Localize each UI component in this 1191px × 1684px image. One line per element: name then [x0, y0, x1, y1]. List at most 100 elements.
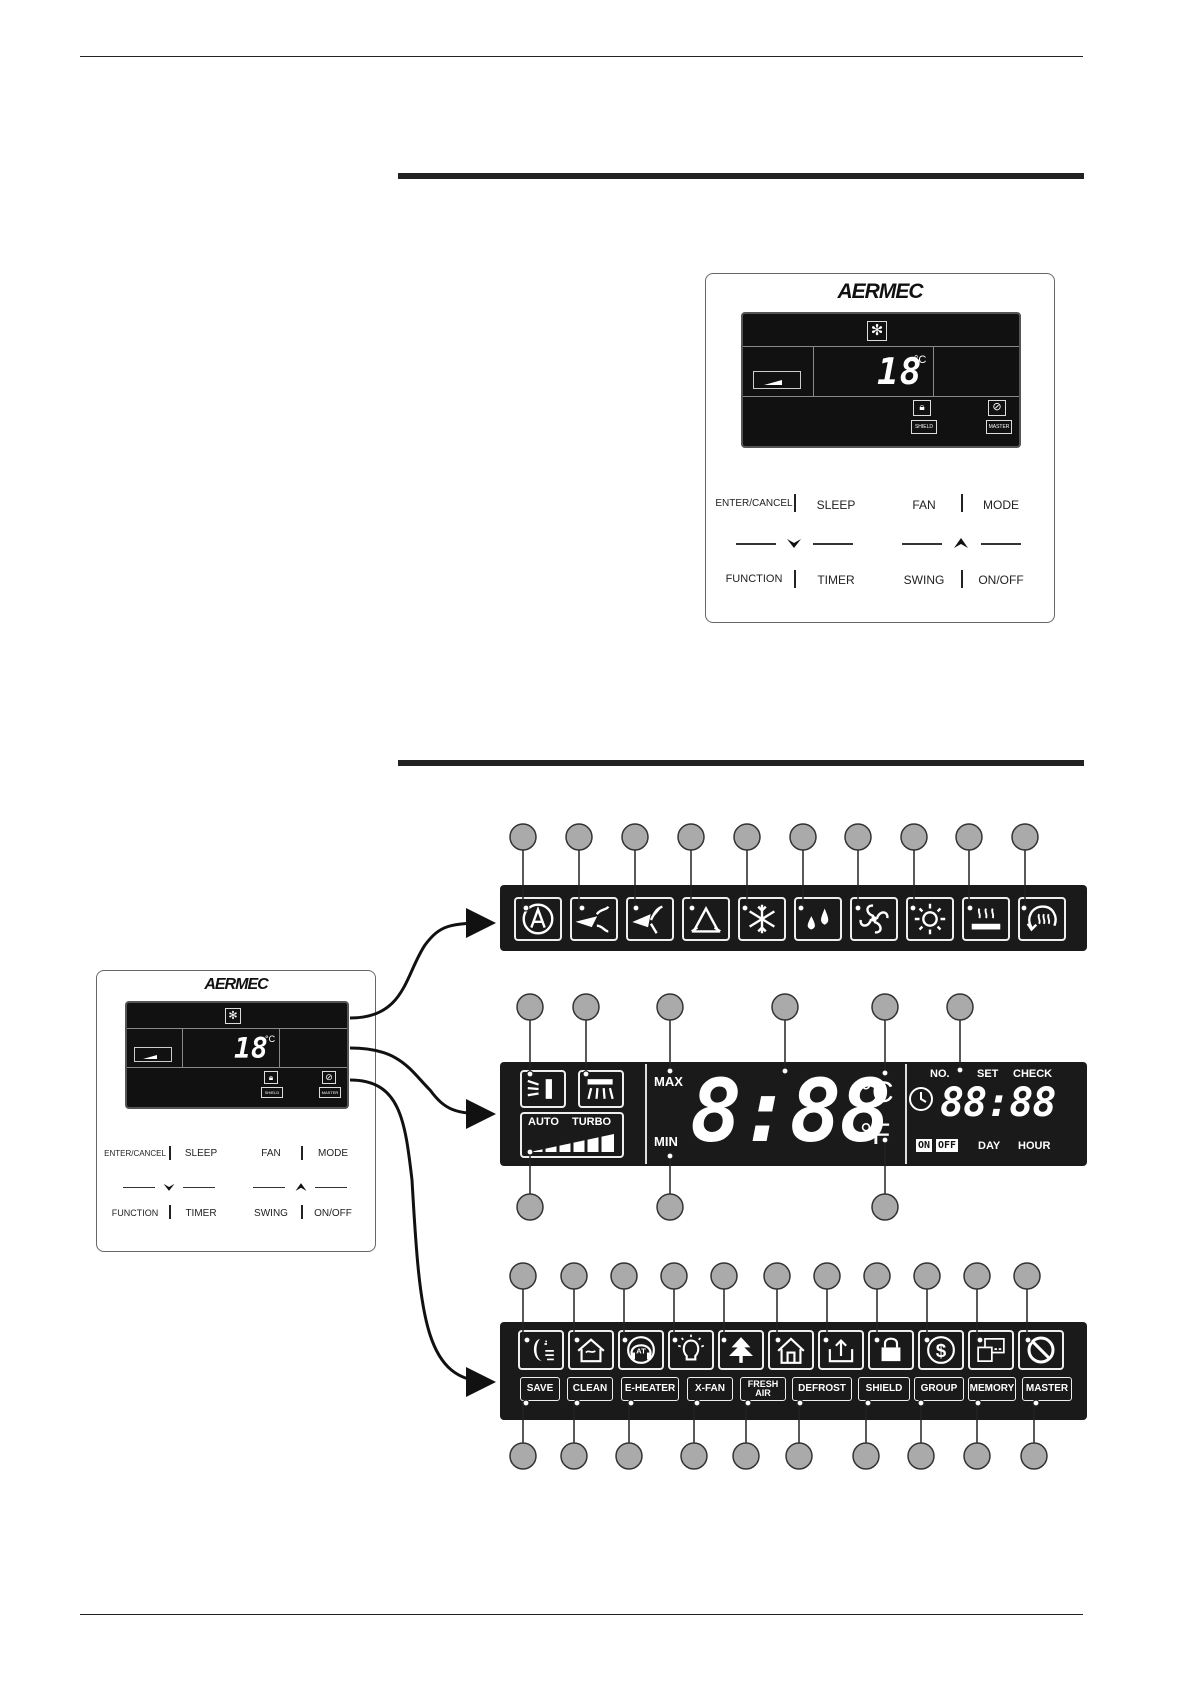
leader-line — [693, 1402, 697, 1443]
leader-line — [573, 1289, 577, 1341]
dry-drops-icon — [794, 897, 842, 941]
master-badge: MASTER — [986, 420, 1012, 434]
callout-circle — [955, 823, 983, 851]
fan-button-small[interactable]: FAN — [261, 1148, 281, 1159]
fan-level-icon-small — [134, 1047, 172, 1062]
callout-circle — [656, 993, 684, 1021]
leader-line — [634, 850, 636, 909]
leader-dot — [881, 1136, 889, 1144]
label-shield: SHIELD — [858, 1377, 910, 1401]
lock-icon — [868, 1330, 914, 1370]
callout-circle — [516, 1193, 544, 1221]
hour-label: HOUR — [1018, 1140, 1051, 1152]
leader-dot — [693, 1399, 701, 1407]
leader-dot — [917, 1399, 925, 1407]
fan-level-icon — [753, 371, 801, 389]
leader-line — [522, 1402, 526, 1443]
leader-dot — [688, 904, 696, 912]
light-bulb-icon — [668, 1330, 714, 1370]
leader-line — [798, 1402, 800, 1443]
enter-cancel-button-small[interactable]: ENTER/CANCEL — [104, 1149, 166, 1158]
timer-button-small[interactable]: TIMER — [185, 1208, 217, 1219]
callout-circle — [844, 823, 872, 851]
function-button-small[interactable]: FUNCTION — [111, 1208, 159, 1218]
sleep-button-small[interactable]: SLEEP — [184, 1148, 218, 1159]
callout-circle — [785, 1442, 813, 1470]
leader-line — [522, 850, 526, 909]
swing-up-down-icon — [570, 897, 618, 941]
shield-badge: SHIELD — [911, 420, 937, 434]
swing-horizontal-icon — [578, 1070, 624, 1108]
leader-line — [1033, 1402, 1036, 1443]
temperature-readout-small: 18 — [234, 1032, 268, 1065]
svg-text:AT: AT — [636, 1346, 646, 1355]
leader-dot — [781, 1067, 789, 1075]
enter-cancel-button[interactable]: ENTER/CANCEL — [715, 498, 793, 509]
off-label: OFF — [936, 1139, 959, 1152]
leader-line — [522, 1289, 527, 1341]
on-label: ON — [916, 1139, 933, 1152]
mode-button[interactable]: MODE — [983, 498, 1019, 512]
prohibited-icon-small: ⊘ — [322, 1071, 336, 1084]
at-headphone-icon: AT — [618, 1330, 664, 1370]
temperature-readout: 18 — [877, 352, 923, 393]
leader-line — [976, 1402, 978, 1443]
label-e-heater: E-HEATER — [621, 1377, 679, 1401]
swing-button[interactable]: SWING — [903, 573, 945, 587]
clean-house-icon — [568, 1330, 614, 1370]
leader-dot — [1024, 1336, 1032, 1344]
check-label: CHECK — [1013, 1068, 1053, 1080]
home-icon — [768, 1330, 814, 1370]
swing-left-right-icon — [626, 897, 674, 941]
leader-dot — [523, 1336, 531, 1344]
lock-icon: 🔒︎ — [913, 400, 931, 416]
label-clean: CLEAN — [567, 1377, 613, 1401]
master-badge-small: MASTER — [319, 1087, 341, 1098]
leader-dot — [854, 904, 862, 912]
up-arrow-button[interactable] — [952, 534, 970, 552]
dollar-icon: $ — [918, 1330, 964, 1370]
display-divider-1 — [645, 1064, 647, 1164]
lcd-screen: ✻ 18 °C 🔒︎ SHIELD ⊘ MASTER — [741, 312, 1021, 448]
leader-line — [976, 1289, 980, 1341]
no-label: NO. — [930, 1068, 950, 1080]
on-off-button-small[interactable]: ON/OFF — [314, 1208, 352, 1219]
min-label: MIN — [654, 1134, 678, 1149]
leader-line — [745, 850, 748, 909]
brand-logo-small: AERMEC — [204, 976, 268, 993]
timer-button[interactable]: TIMER — [817, 573, 855, 587]
callout-circle — [907, 1442, 935, 1470]
leader-dot — [666, 1152, 674, 1160]
on-off-button[interactable]: ON/OFF — [978, 573, 1024, 587]
callout-circle — [680, 1442, 708, 1470]
sleep-button[interactable]: SLEEP — [816, 498, 856, 512]
callout-circle — [863, 1262, 891, 1290]
svg-text:$: $ — [936, 1340, 947, 1361]
lock-icon-small: 🔒︎ — [264, 1071, 278, 1084]
fan-button[interactable]: FAN — [912, 498, 936, 512]
callout-circle — [1013, 1262, 1041, 1290]
callout-circle — [621, 823, 649, 851]
down-arrow-button[interactable] — [785, 534, 803, 552]
leader-line — [776, 1289, 778, 1341]
section-rule-2 — [398, 760, 1084, 766]
leader-dot — [923, 1336, 931, 1344]
leader-dot — [797, 904, 805, 912]
temperature-unit: °C — [914, 354, 927, 366]
up-arrow-button-small[interactable] — [294, 1180, 308, 1194]
temperature-unit-small: °C — [265, 1034, 276, 1044]
main-digits: 8:88 — [690, 1062, 891, 1162]
leader-line — [623, 1289, 625, 1341]
leader-dot — [578, 904, 586, 912]
leader-line — [690, 850, 692, 909]
tree-icon — [718, 1330, 764, 1370]
max-label: MAX — [654, 1074, 683, 1089]
function-button[interactable]: FUNCTION — [725, 573, 783, 585]
down-arrow-button-small[interactable] — [162, 1180, 176, 1194]
section-rule-1 — [398, 173, 1084, 179]
mode-button-small[interactable]: MODE — [318, 1148, 348, 1159]
callout-circle — [733, 823, 761, 851]
swing-button-small[interactable]: SWING — [254, 1208, 288, 1219]
